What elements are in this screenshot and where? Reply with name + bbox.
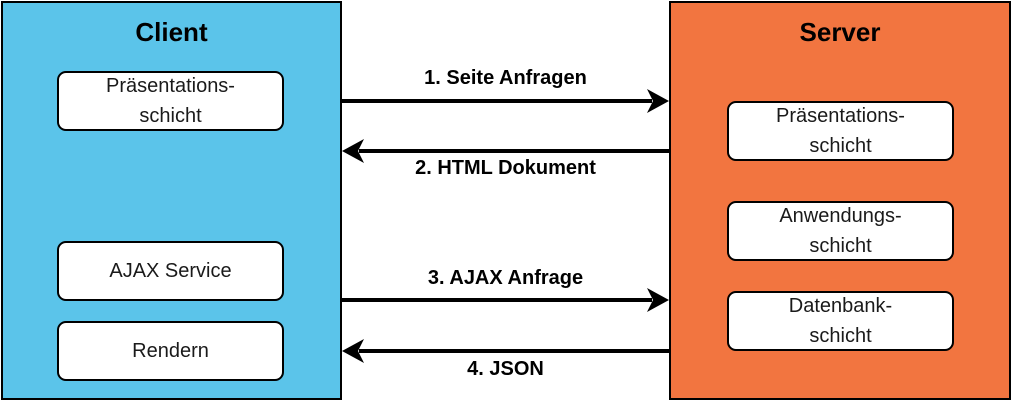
label-ajax-request: 3. AJAX Anfrage — [427, 267, 584, 289]
label-request-page: 1. Seite Anfragen — [424, 67, 587, 89]
server-application-layer-box: Anwendungs- schicht — [727, 201, 954, 261]
client-ajax-service-box: AJAX Service — [57, 241, 284, 301]
arrow-html-document — [342, 139, 669, 163]
arrow-ajax-request — [342, 288, 669, 312]
client-render-box: Rendern — [57, 321, 284, 381]
client-presentation-layer-box: Präsentations- schicht — [57, 71, 284, 131]
arrow-request-page — [342, 89, 669, 113]
client-title: Client — [135, 17, 208, 47]
label-json: 4. JSON — [467, 358, 544, 380]
server-presentation-layer-box: Präsentations- schicht — [727, 101, 954, 161]
server-title: Server — [799, 17, 881, 47]
server-database-layer-box: Datenbank- schicht — [727, 291, 954, 351]
arrow-json-response — [342, 339, 669, 363]
label-html-document: 2. HTML Dokument — [415, 157, 596, 179]
